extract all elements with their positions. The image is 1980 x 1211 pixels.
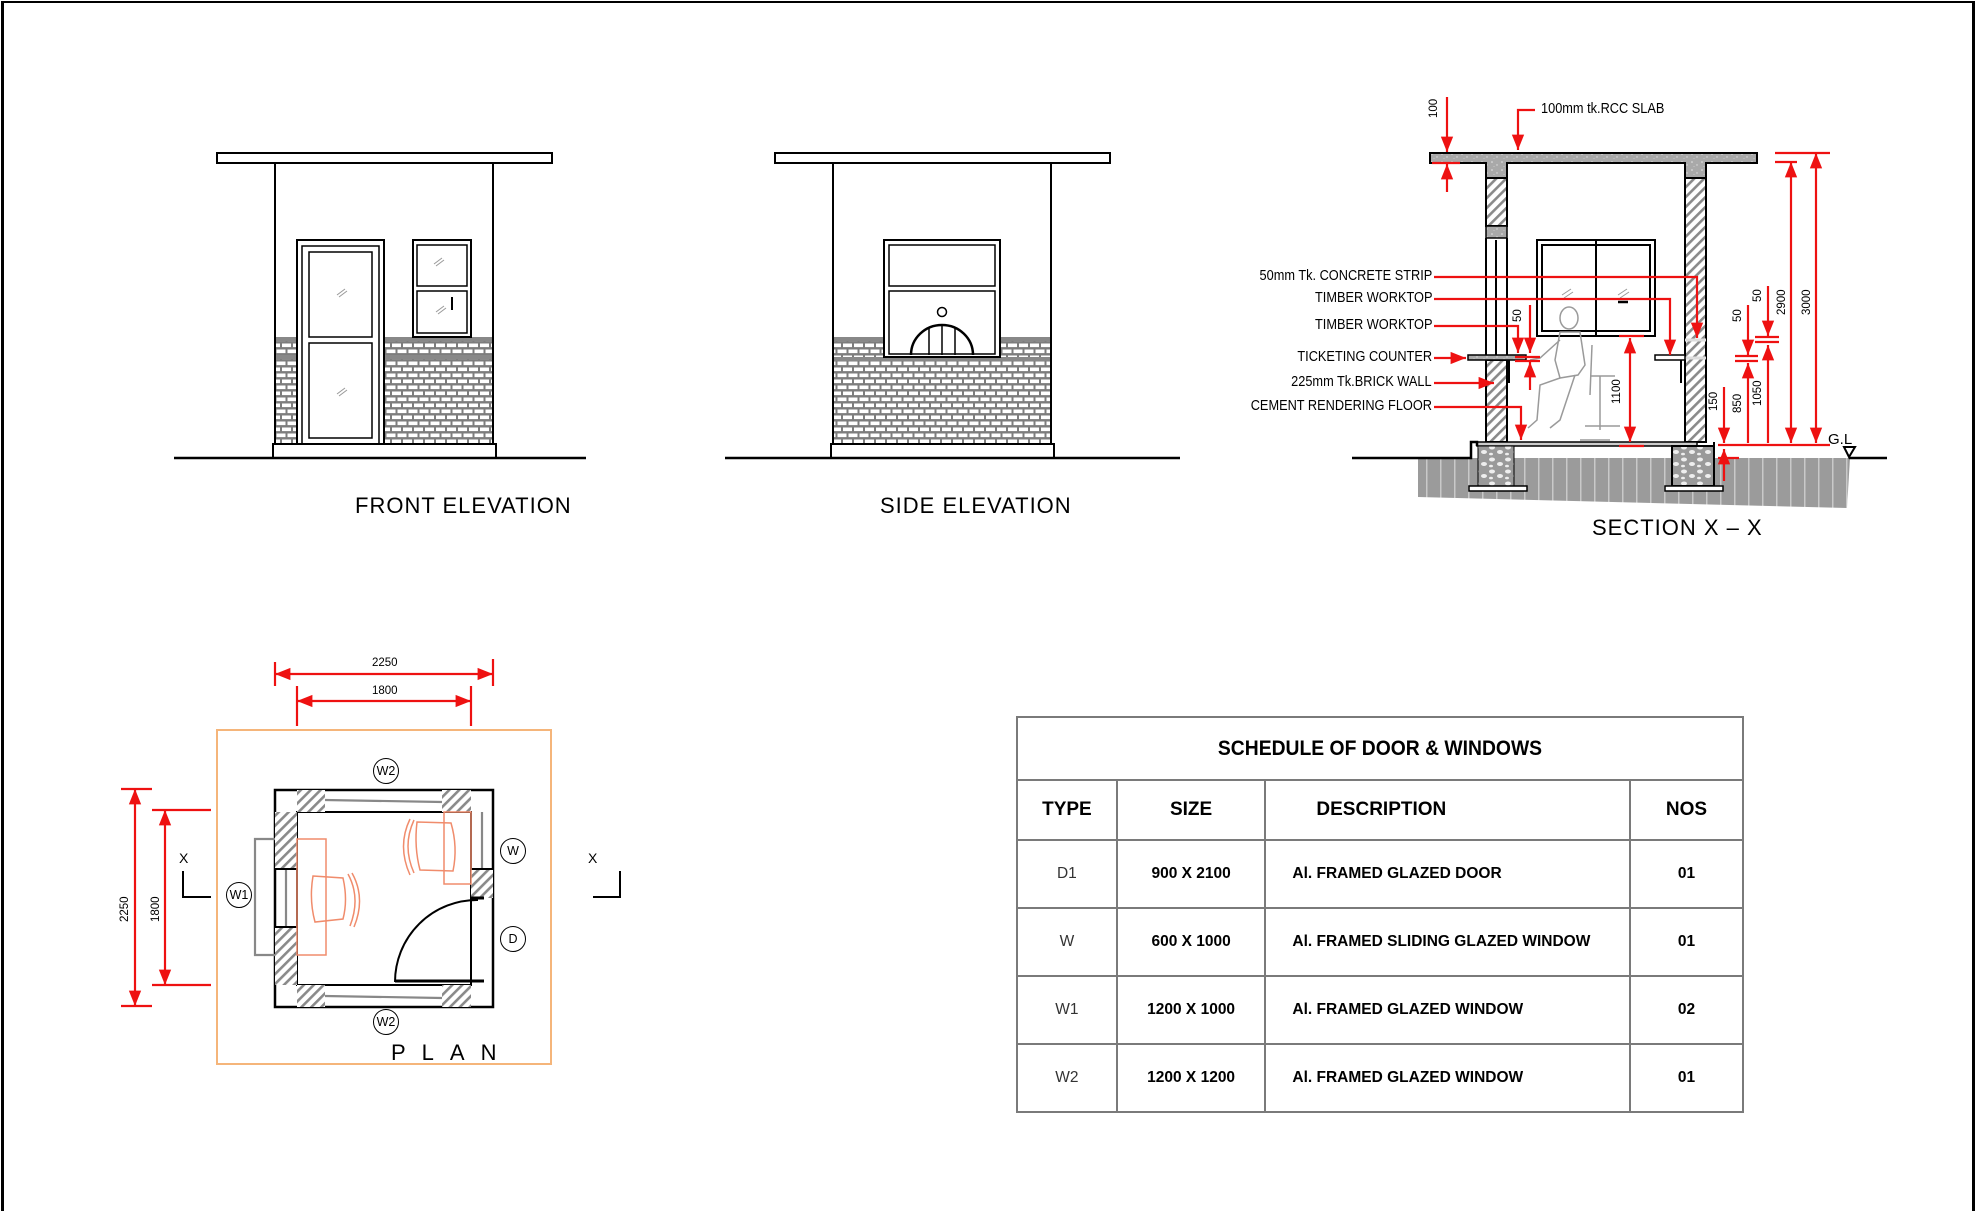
table-row: W1 1200 X 1000 Al. FRAMED GLAZED WINDOW … (1016, 975, 1745, 1045)
dim-plan-inner-width: 1800 (372, 685, 398, 697)
callout-brick-wall: 225mm Tk.BRICK WALL (1291, 374, 1432, 390)
cell-nos: 01 (1628, 907, 1745, 977)
cell-nos: 02 (1628, 975, 1745, 1045)
cell-size: 1200 X 1000 (1115, 975, 1267, 1045)
front-elevation (174, 152, 586, 460)
callout-timber-worktop-2: TIMBER WORKTOP (1314, 317, 1432, 333)
dim-total-height: 3000 (1801, 289, 1813, 315)
dim-plinth: 150 (1708, 391, 1720, 411)
cell-description: Al. FRAMED SLIDING GLAZED WINDOW (1264, 907, 1631, 977)
cell-type: D1 (1016, 839, 1118, 909)
cell-size: 600 X 1000 (1115, 907, 1267, 977)
front-elevation-label: FRONT ELEVATION (355, 493, 572, 518)
cell-description: Al. FRAMED GLAZED WINDOW (1264, 1043, 1631, 1113)
side-elevation (725, 152, 1180, 460)
cell-description: Al. FRAMED GLAZED DOOR (1264, 839, 1631, 909)
section-marker-right: X (588, 850, 598, 866)
header-description: DESCRIPTION (1264, 779, 1631, 841)
cell-type: W2 (1016, 1043, 1118, 1113)
schedule-title: SCHEDULE OF DOOR & WINDOWS (1045, 716, 1715, 781)
cell-type: W1 (1016, 975, 1118, 1045)
header-type: TYPE (1016, 779, 1118, 841)
slab-callout: 100mm tk.RCC SLAB (1541, 101, 1665, 117)
dim-plan-outer-depth: 2250 (119, 896, 131, 922)
callout-ticketing-counter: TICKETING COUNTER (1297, 349, 1432, 365)
header-nos: NOS (1628, 779, 1745, 841)
ground-level-label: G.L (1828, 431, 1853, 448)
seated-person-figure (1527, 306, 1620, 441)
dim-plan-outer-width: 2250 (372, 657, 398, 669)
callout-cement-floor: CEMENT RENDERING FLOOR (1250, 398, 1432, 414)
cell-type: W (1016, 907, 1118, 977)
table-row: W2 1200 X 1200 Al. FRAMED GLAZED WINDOW … (1016, 1043, 1745, 1113)
side-elevation-label: SIDE ELEVATION (880, 493, 1072, 518)
section-label: SECTION X – X (1592, 515, 1763, 540)
dim-counter-thk: 50 (1732, 309, 1744, 322)
plan-label: PLAN (391, 1040, 513, 1065)
schedule-table: SCHEDULE OF DOOR & WINDOWS TYPE SIZE DES… (1016, 716, 1745, 1113)
dim-strip-thk: 50 (1752, 289, 1764, 302)
tag-w2-top: W2 (373, 758, 399, 784)
tag-w1-left: W1 (226, 882, 252, 908)
cell-description: Al. FRAMED GLAZED WINDOW (1264, 975, 1631, 1045)
dim-strip: 1050 (1752, 380, 1764, 406)
dim-plan-inner-depth: 1800 (150, 896, 162, 922)
section-x-x (1352, 97, 1887, 508)
dim-slab: 100 (1428, 98, 1440, 118)
table-row: W 600 X 1000 Al. FRAMED SLIDING GLAZED W… (1016, 907, 1745, 977)
cell-nos: 01 (1628, 1043, 1745, 1113)
header-size: SIZE (1115, 779, 1267, 841)
table-row: D1 900 X 2100 Al. FRAMED GLAZED DOOR 01 (1016, 839, 1745, 909)
dim-window-sill: 1100 (1611, 379, 1623, 404)
cell-size: 1200 X 1200 (1115, 1043, 1267, 1113)
schedule-header-row: TYPE SIZE DESCRIPTION NOS (1016, 779, 1745, 841)
section-marker-left: X (179, 850, 189, 866)
tag-w2-bottom: W2 (373, 1009, 399, 1035)
plan-view (121, 659, 621, 1065)
dim-worktop-left: 50 (1512, 309, 1524, 322)
tag-w-right: W (500, 838, 526, 864)
callout-concrete-strip: 50mm Tk. CONCRETE STRIP (1259, 268, 1432, 284)
dim-clear-height: 2900 (1776, 289, 1788, 315)
cell-nos: 01 (1628, 839, 1745, 909)
callout-timber-worktop-1: TIMBER WORKTOP (1314, 290, 1432, 306)
dim-counter: 850 (1732, 393, 1744, 413)
tag-door: D (500, 926, 526, 952)
cell-size: 900 X 2100 (1115, 839, 1267, 909)
